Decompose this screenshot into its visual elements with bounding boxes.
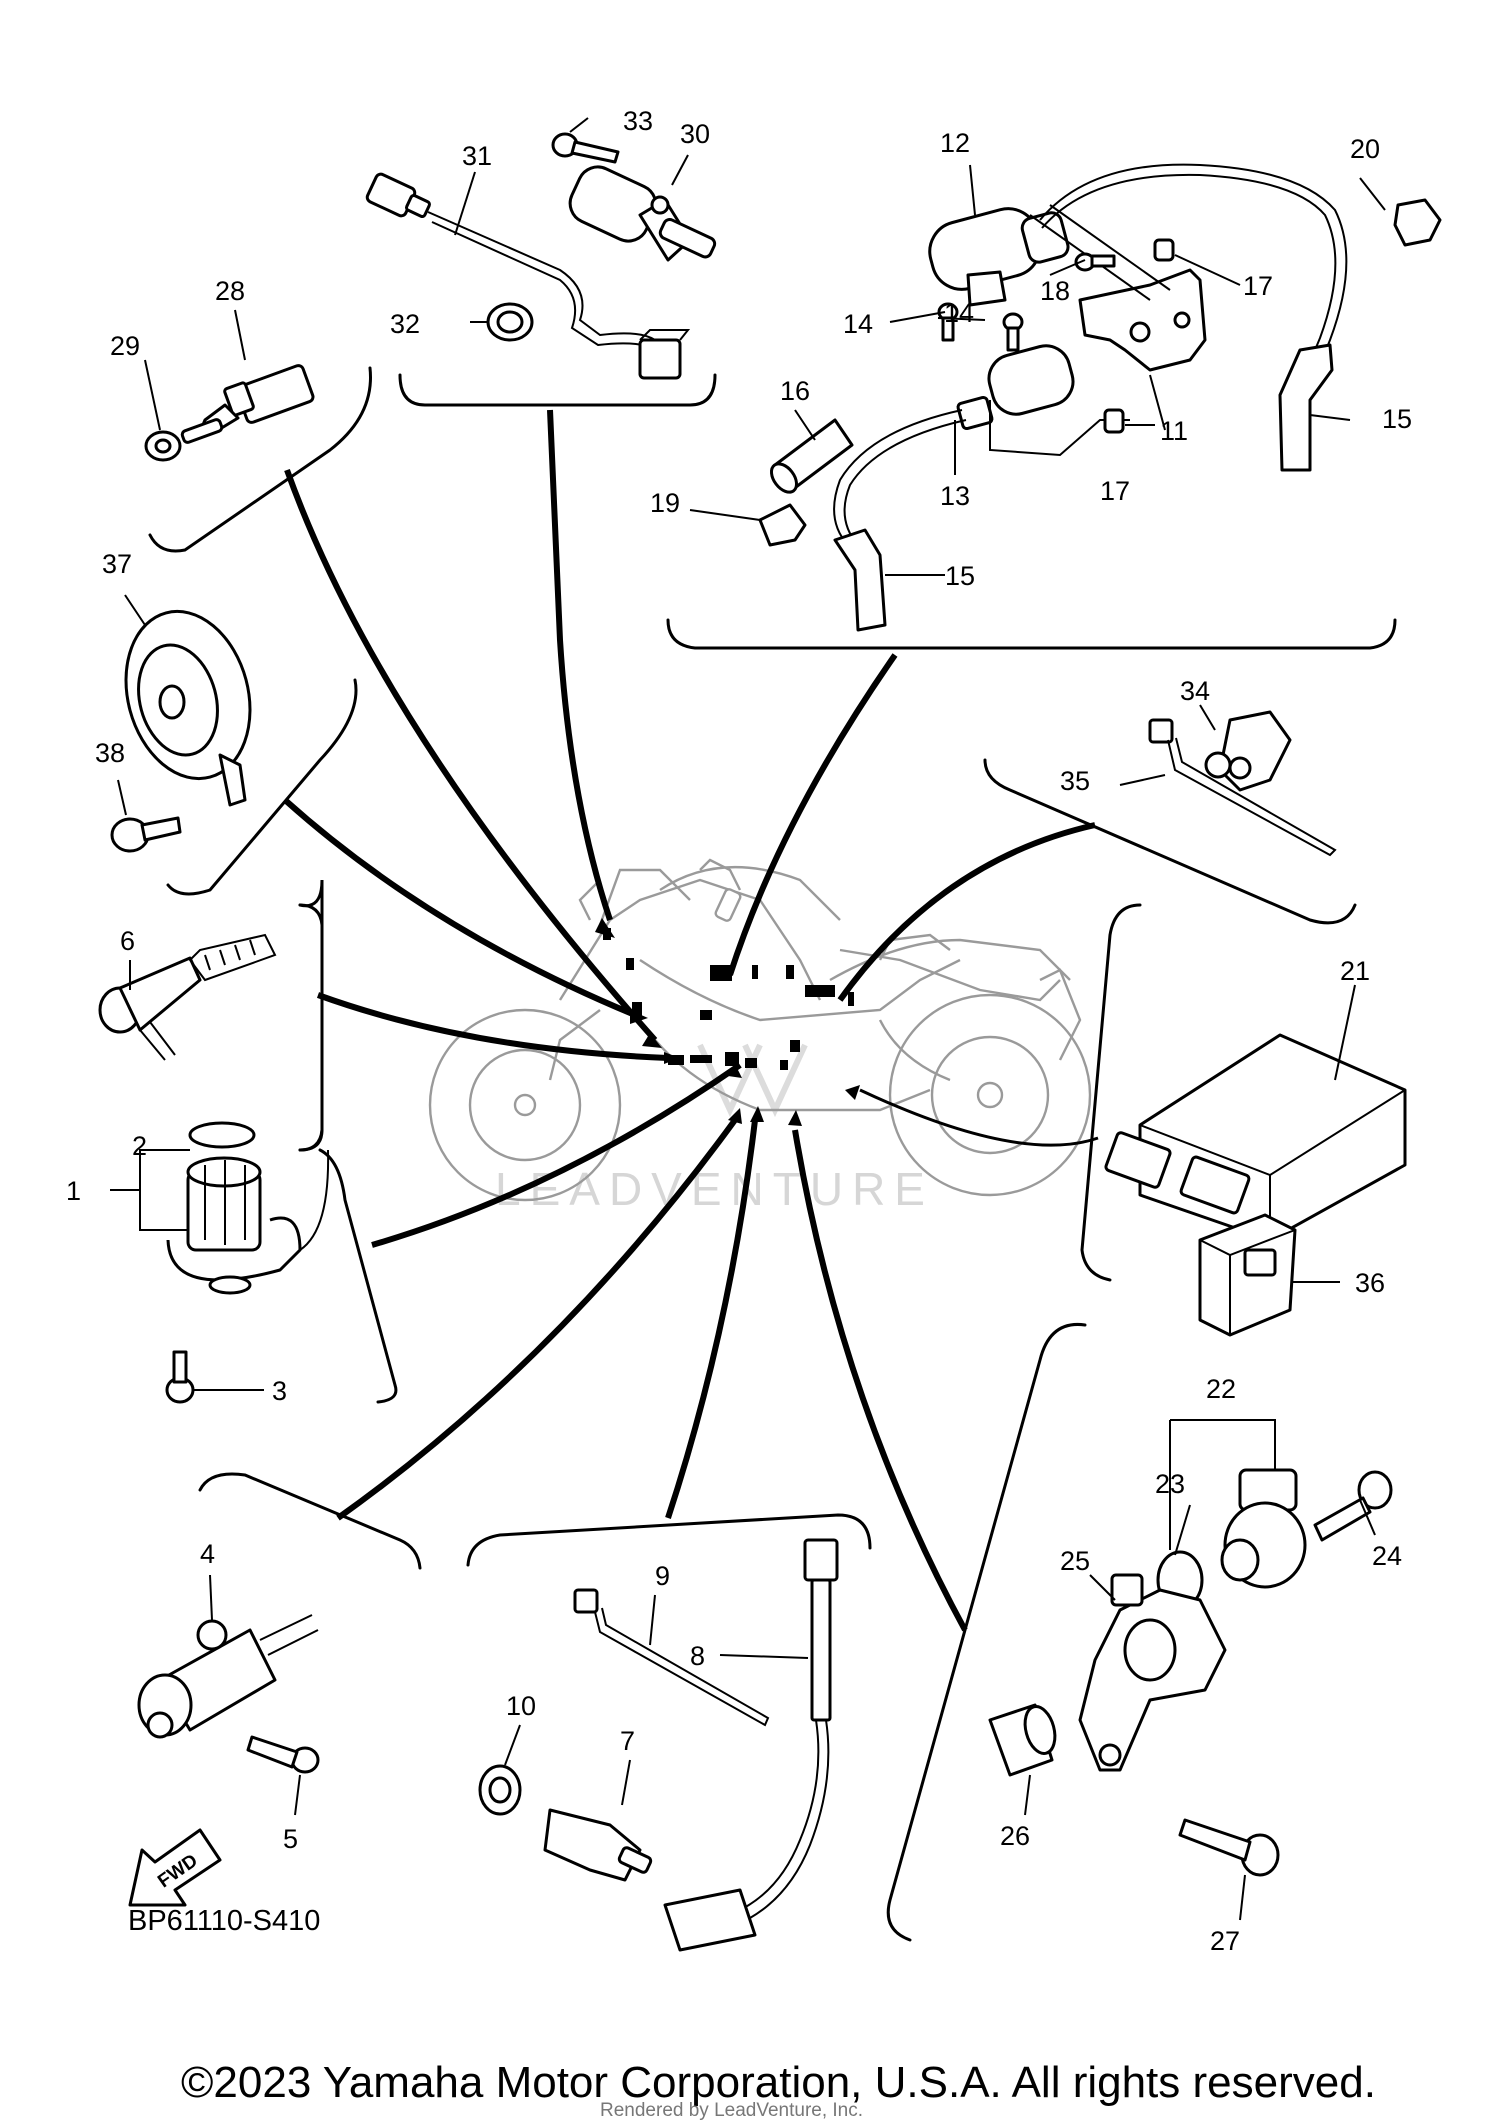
callout-labels: 33 30 31 32 28 29 37 38 6 2 1 3 4 5 7 8 … <box>66 106 1412 1956</box>
part-2-o-ring <box>188 1121 256 1149</box>
part-29-washer <box>144 430 182 462</box>
copyright-notice: ©2023 Yamaha Motor Corporation, U.S.A. A… <box>181 2058 1376 2107</box>
callout-36: 36 <box>1355 1268 1385 1298</box>
part-22-sensor <box>1220 1468 1307 1589</box>
callout-26: 26 <box>1000 1821 1030 1851</box>
part-12-ignition-coil <box>928 163 1348 366</box>
callout-2: 2 <box>132 1131 147 1161</box>
callout-15b: 15 <box>945 561 975 591</box>
part-8-harness <box>663 1538 839 1952</box>
callout-27: 27 <box>1210 1926 1240 1956</box>
part-30-sensor <box>568 165 717 262</box>
callout-29: 29 <box>110 331 140 361</box>
callout-14a: 14 <box>944 298 974 328</box>
callout-16: 16 <box>780 376 810 406</box>
part-37-horn <box>124 609 252 807</box>
part-15-cap <box>833 343 1334 632</box>
part-18-bolt <box>1074 252 1116 272</box>
part-9-band <box>573 1588 770 1727</box>
part-34-clamp <box>1204 710 1292 792</box>
callout-24: 24 <box>1372 1541 1402 1571</box>
part-14-screw <box>937 302 1024 352</box>
callout-13: 13 <box>940 481 970 511</box>
callout-7: 7 <box>620 1726 635 1756</box>
rear-wheel <box>888 993 1092 1197</box>
callout-12: 12 <box>940 128 970 158</box>
part-32-clamp <box>486 302 534 342</box>
callout-25: 25 <box>1060 1546 1090 1576</box>
part-20-clip <box>1393 198 1442 247</box>
part-21-ecu <box>1104 1033 1407 1242</box>
callout-28: 28 <box>215 276 245 306</box>
part-33-bolt <box>551 132 620 164</box>
part-5-bolt <box>246 1735 320 1774</box>
callout-37: 37 <box>102 549 132 579</box>
callout-32: 32 <box>390 309 420 339</box>
part-36-relay <box>1198 1213 1297 1337</box>
part-10-washer <box>478 1764 522 1816</box>
callout-22: 22 <box>1206 1374 1236 1404</box>
part-31-harness <box>365 172 691 380</box>
motorcycle-outline <box>428 858 1092 1202</box>
callout-38: 38 <box>95 738 125 768</box>
part-25-bracket <box>1078 1573 1227 1772</box>
callout-34: 34 <box>1180 676 1210 706</box>
callout-23: 23 <box>1155 1469 1185 1499</box>
callout-5: 5 <box>283 1824 298 1854</box>
diagram-code: BP61110-S410 <box>128 1905 321 1937</box>
part-4-switch <box>137 1614 319 1739</box>
part-24-bolt <box>1313 1470 1393 1542</box>
part-17-collar <box>1103 238 1175 434</box>
callout-1: 1 <box>66 1176 81 1206</box>
rendered-by-notice: Rendered by LeadVenture, Inc. <box>600 2100 864 2121</box>
callout-8: 8 <box>690 1641 705 1671</box>
group-brackets <box>148 366 1397 1942</box>
part-13-ignition-coil <box>833 344 1130 546</box>
callout-leaders <box>110 117 1386 1921</box>
part-location-marks <box>603 928 854 1070</box>
watermark-text: LEADVENTURE <box>495 1163 934 1215</box>
watermark-logo <box>697 1043 808 1118</box>
callout-14b: 14 <box>843 309 873 339</box>
callout-3: 3 <box>272 1376 287 1406</box>
callout-30: 30 <box>680 119 710 149</box>
callout-17a: 17 <box>1243 271 1273 301</box>
callout-19: 19 <box>650 488 680 518</box>
part-28-sensor <box>180 364 315 444</box>
callout-20: 20 <box>1350 134 1380 164</box>
part-16-sleeve <box>769 418 854 494</box>
fwd-arrow: FWD <box>128 1828 222 1907</box>
callout-17b: 17 <box>1100 476 1130 506</box>
callout-35: 35 <box>1060 766 1090 796</box>
callout-33: 33 <box>623 106 653 136</box>
callout-15a: 15 <box>1382 404 1412 434</box>
part-35-band <box>1148 718 1337 857</box>
part-6-switch <box>98 933 277 1061</box>
front-wheel <box>428 1008 622 1202</box>
callout-31: 31 <box>462 141 492 171</box>
callout-6: 6 <box>120 926 135 956</box>
callout-11: 11 <box>1160 416 1188 446</box>
callout-21: 21 <box>1340 956 1370 986</box>
callout-10: 10 <box>506 1691 536 1721</box>
part-27-bolt <box>1178 1818 1280 1877</box>
callout-9: 9 <box>655 1561 670 1591</box>
part-38-bolt <box>110 816 182 853</box>
part-19-clip <box>758 503 807 547</box>
part-1-sensor <box>166 1149 330 1295</box>
callout-4: 4 <box>200 1539 215 1569</box>
part-7-sensor <box>543 1808 653 1882</box>
callout-18: 18 <box>1040 276 1070 306</box>
part-3-bolt <box>165 1350 195 1404</box>
part-26-collar <box>988 1703 1057 1777</box>
connector-lines <box>282 409 1099 1632</box>
